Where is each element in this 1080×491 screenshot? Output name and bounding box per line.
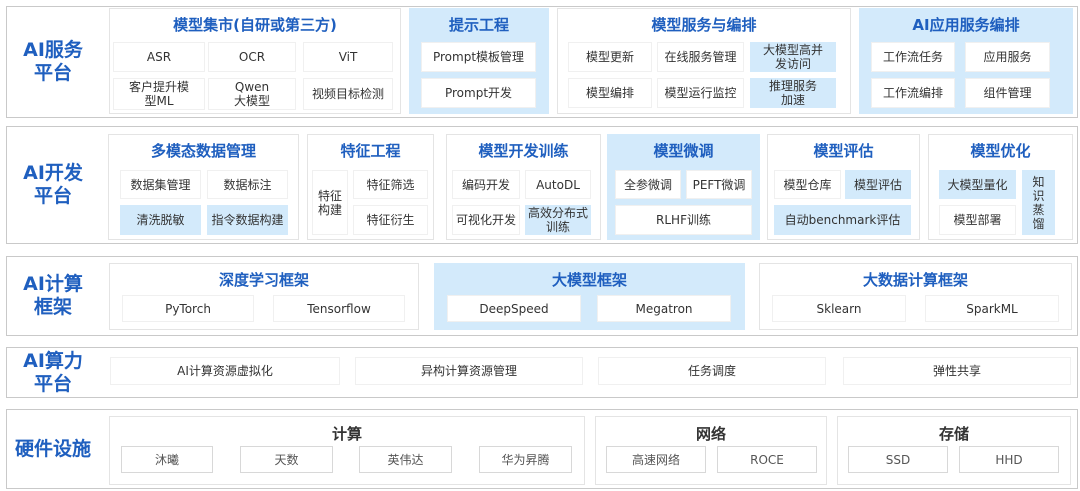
group-title: 存储 xyxy=(938,425,969,443)
group-title: 模型集市(自研或第三方) xyxy=(173,16,337,34)
group-title: 模型微调 xyxy=(653,142,714,160)
cell: Prompt模板管理 xyxy=(421,42,536,72)
cell: 弹性共享 xyxy=(843,357,1071,385)
cell: 特征筛选 xyxy=(353,170,428,199)
group-title: 模型评估 xyxy=(813,142,874,160)
group-title: 网络 xyxy=(695,425,726,443)
cell: 全参微调 xyxy=(615,170,681,199)
cell: 数据标注 xyxy=(207,170,288,199)
cell: 清洗脱敏 xyxy=(120,205,201,235)
group-title: 模型优化 xyxy=(970,142,1031,160)
group-title: 大数据计算框架 xyxy=(862,271,968,289)
cell: 大模型量化 xyxy=(939,170,1016,199)
cell: 工作流编排 xyxy=(871,78,955,108)
cell: 特征构建 xyxy=(312,170,348,235)
cell: 异构计算资源管理 xyxy=(355,357,583,385)
cell: 模型编排 xyxy=(568,78,652,108)
cell: ViT xyxy=(303,42,393,72)
cell: Prompt开发 xyxy=(421,78,536,108)
cell: 在线服务管理 xyxy=(657,42,744,72)
cell: 特征衍生 xyxy=(353,205,428,235)
cell: Qwen 大模型 xyxy=(208,78,296,110)
cell: SparkML xyxy=(925,295,1059,322)
cell: 推理服务加速 xyxy=(750,78,836,108)
cell: ASR xyxy=(113,42,205,72)
cell: 编码开发 xyxy=(452,170,520,199)
cell: 知识蒸馏 xyxy=(1022,170,1055,235)
cell: RLHF训练 xyxy=(615,205,752,235)
group-title: 计算 xyxy=(331,425,362,443)
cell: 应用服务 xyxy=(965,42,1050,72)
cell: AI计算资源虚拟化 xyxy=(110,357,340,385)
cell: 模型部署 xyxy=(939,205,1016,235)
cell: 数据集管理 xyxy=(120,170,201,199)
layer-label: AI算力 平台 xyxy=(23,349,83,395)
cell: ROCE xyxy=(717,446,817,473)
cell: 天数 xyxy=(240,446,333,473)
cell: Tensorflow xyxy=(273,295,405,322)
group-title: 特征工程 xyxy=(340,142,401,160)
cell: 高效分布式训练 xyxy=(525,205,591,235)
layer-label: AI服务 平台 xyxy=(23,39,83,84)
cell: PyTorch xyxy=(122,295,254,322)
group-title: AI应用服务编排 xyxy=(912,16,1020,34)
cell: OCR xyxy=(208,42,296,72)
cell: 客户提升模型ML xyxy=(113,78,205,110)
cell: 大模型高并发访问 xyxy=(750,42,836,72)
cell: 组件管理 xyxy=(965,78,1050,108)
cell: 模型运行监控 xyxy=(657,78,744,108)
cell: 模型更新 xyxy=(568,42,652,72)
group-title: 模型服务与编排 xyxy=(651,16,757,34)
cell: SSD xyxy=(848,446,948,473)
cell: Megatron xyxy=(597,295,731,322)
cell: 自动benchmark评估 xyxy=(774,205,911,235)
cell: 任务调度 xyxy=(598,357,826,385)
group-title: 多模态数据管理 xyxy=(150,142,256,160)
cell: 模型仓库 xyxy=(774,170,841,199)
group-title: 大模型框架 xyxy=(551,271,627,289)
cell: 可视化开发 xyxy=(452,205,520,235)
cell: PEFT微调 xyxy=(686,170,752,199)
cell: 华为昇腾 xyxy=(479,446,572,473)
layer-label: 硬件设施 xyxy=(14,437,91,460)
cell: Sklearn xyxy=(772,295,906,322)
cell: 英伟达 xyxy=(359,446,452,473)
cell: 模型评估 xyxy=(845,170,911,199)
cell: AutoDL xyxy=(525,170,591,199)
group-title: 深度学习框架 xyxy=(218,271,309,289)
cell: 指令数据构建 xyxy=(207,205,288,235)
cell: HHD xyxy=(959,446,1059,473)
group-title: 提示工程 xyxy=(448,16,509,34)
cell: DeepSpeed xyxy=(447,295,581,322)
layer-label: AI开发 平台 xyxy=(23,162,83,207)
cell: 工作流任务 xyxy=(871,42,955,72)
group-title: 模型开发训练 xyxy=(478,142,569,160)
layer-label: AI计算 框架 xyxy=(23,273,83,318)
cell: 视频目标检测 xyxy=(303,78,393,110)
cell: 高速网络 xyxy=(606,446,706,473)
cell: 沐曦 xyxy=(121,446,213,473)
